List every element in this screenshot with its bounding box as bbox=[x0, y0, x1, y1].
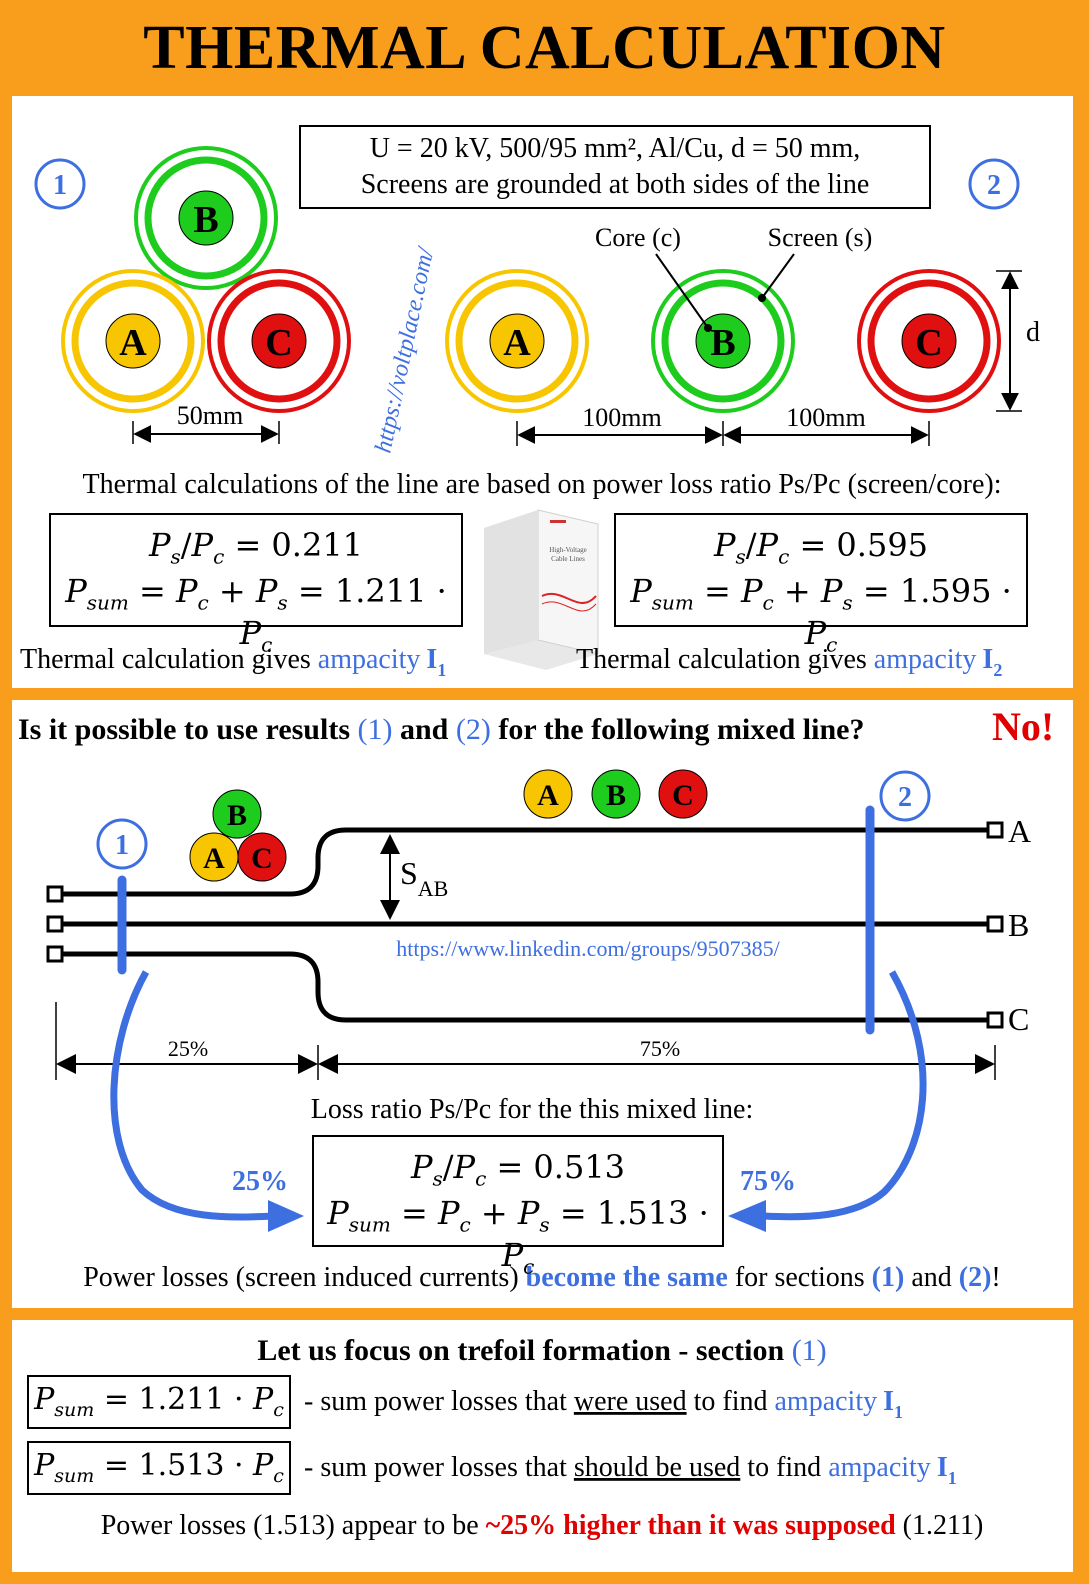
flat-sum-formula: Psum = Pc + Ps = 1.595 · Pc bbox=[630, 572, 1012, 657]
arrow-head-right bbox=[728, 1200, 766, 1232]
formula-box-trefoil bbox=[49, 513, 463, 627]
formula-box-flat bbox=[614, 513, 1028, 627]
cable-path-c bbox=[62, 951, 988, 1023]
mini-trefoil: B A C bbox=[189, 789, 287, 882]
svg-text:1: 1 bbox=[53, 170, 67, 201]
svg-text:A: A bbox=[119, 322, 147, 364]
trefoil-cable-b: B bbox=[134, 146, 278, 290]
badge-section-1: 1 bbox=[96, 818, 148, 870]
svg-text:C: C bbox=[251, 842, 273, 875]
badge-formation-1: 1 bbox=[34, 158, 86, 210]
svg-text:B: B bbox=[606, 779, 626, 812]
arrow-label-25: 25% bbox=[232, 1166, 288, 1197]
svg-text:50mm: 50mm bbox=[177, 401, 243, 430]
conclusion-text: Power losses (screen induced currents) b… bbox=[83, 1262, 1001, 1293]
parameters-line-1: U = 20 kV, 500/95 mm², Al/Cu, d = 50 mm, bbox=[370, 133, 861, 164]
final-statement: Power losses (1.513) appear to be ~25% h… bbox=[101, 1510, 984, 1541]
question-text: Is it possible to use results (1) and (2… bbox=[18, 713, 864, 746]
flat-cable-b: B bbox=[651, 269, 795, 413]
answer-no: No! bbox=[992, 704, 1054, 749]
arrow-head-left bbox=[268, 1200, 304, 1232]
trefoil-sum-formula: Psum = Pc + Ps = 1.211 · Pc bbox=[65, 572, 447, 657]
svg-text:C: C bbox=[915, 322, 942, 364]
used-formula-box bbox=[27, 1375, 291, 1429]
cable-terminals bbox=[46, 821, 1004, 1029]
end-label-c: C bbox=[1008, 1001, 1029, 1037]
trefoil-cable-a: A bbox=[61, 269, 205, 413]
should-formula: Psum = 1.513 · Pc bbox=[34, 1448, 284, 1487]
cable-paths bbox=[62, 827, 988, 1023]
svg-text:A: A bbox=[537, 779, 559, 812]
formation-diagram: U = 20 kV, 500/95 mm², Al/Cu, d = 50 mm,… bbox=[20, 125, 1040, 680]
page-title: THERMAL CALCULATION MISTAKE bbox=[143, 14, 946, 178]
end-label-b: B bbox=[1008, 907, 1029, 943]
svg-text:2: 2 bbox=[987, 170, 1001, 201]
svg-text:SAB: SAB bbox=[400, 855, 448, 901]
svg-text:75%: 75% bbox=[640, 1036, 680, 1061]
parameters-box bbox=[299, 125, 931, 209]
svg-text:2: 2 bbox=[898, 782, 912, 813]
sab-dimension: SAB bbox=[380, 834, 448, 920]
used-formula: Psum = 1.211 · Pc bbox=[34, 1382, 284, 1421]
svg-text:A: A bbox=[503, 322, 531, 364]
should-formula-box bbox=[27, 1441, 291, 1495]
mixed-line-diagram: Is it possible to use results (1) and (2… bbox=[18, 704, 1054, 1293]
svg-text:100mm: 100mm bbox=[786, 403, 865, 432]
svg-text:C: C bbox=[672, 779, 694, 812]
should-losses-text: - sum power losses that should be used t… bbox=[304, 1452, 957, 1488]
screen-leader bbox=[758, 253, 795, 302]
linkedin-link[interactable]: https://www.linkedin.com/groups/9507385/ bbox=[396, 936, 780, 961]
svg-text:d: d bbox=[1026, 317, 1040, 348]
core-label: Core (c) bbox=[595, 223, 681, 252]
calc-basis-text: Thermal calculations of the line are bas… bbox=[82, 469, 1001, 500]
cable-path-a bbox=[62, 827, 988, 897]
svg-text:Cable Lines: Cable Lines bbox=[551, 555, 585, 563]
arrow-from-section-2 bbox=[763, 970, 927, 1221]
trefoil-focus-text: Let us focus on trefoil formation - sect… bbox=[27, 1334, 984, 1541]
arrow-from-section-1 bbox=[110, 970, 275, 1221]
length-dimension: 25% 75% bbox=[55, 1002, 996, 1080]
svg-text:25%: 25% bbox=[168, 1036, 208, 1061]
used-losses-text: - sum power losses that were used to fin… bbox=[304, 1386, 903, 1422]
mixed-ratio-formula: Ps/Pc = 0.513 bbox=[410, 1148, 626, 1191]
trefoil-focus-panel: Let us focus on trefoil formation - sect… bbox=[12, 1320, 1073, 1572]
badge-formation-2: 2 bbox=[968, 158, 1020, 210]
svg-text:B: B bbox=[227, 799, 247, 832]
mixed-line-panel: Is it possible to use results (1) and (2… bbox=[12, 700, 1073, 1308]
trefoil-ratio-formula: Ps/Pc = 0.211 bbox=[148, 526, 364, 569]
svg-text:B: B bbox=[710, 322, 735, 364]
end-label-a: A bbox=[1008, 813, 1031, 849]
core-leader bbox=[655, 253, 712, 332]
loss-ratio-label: Loss ratio Ps/Pc for the this mixed line… bbox=[311, 1094, 754, 1125]
parameters-line-2: Screens are grounded at both sides of th… bbox=[361, 169, 870, 200]
svg-text:1: 1 bbox=[115, 830, 129, 861]
svg-text:100mm: 100mm bbox=[582, 403, 661, 432]
flat-ratio-formula: Ps/Pc = 0.595 bbox=[713, 526, 929, 569]
flat-spacing-dimension: 100mm 100mm bbox=[516, 403, 930, 446]
svg-text:High-Voltage: High-Voltage bbox=[549, 546, 587, 554]
svg-text:C: C bbox=[265, 322, 292, 364]
mini-flat: A B C bbox=[523, 769, 708, 819]
book-image: High-Voltage Cable Lines bbox=[484, 509, 599, 670]
screen-label: Screen (s) bbox=[768, 223, 873, 252]
flat-cable-a: A bbox=[445, 269, 589, 413]
watermark-voltplace: https://voltplace.com/ bbox=[370, 244, 439, 456]
svg-text:A: A bbox=[203, 842, 225, 875]
diameter-dimension: d bbox=[996, 270, 1040, 412]
flat-cable-c: C bbox=[857, 269, 1001, 413]
comparison-panel: U = 20 kV, 500/95 mm², Al/Cu, d = 50 mm,… bbox=[12, 96, 1073, 688]
trefoil-spacing-dimension: 50mm bbox=[132, 401, 280, 444]
mixed-sum-formula: Psum = Pc + Ps = 1.513 · Pc bbox=[327, 1194, 709, 1279]
focus-heading: Let us focus on trefoil formation - sect… bbox=[257, 1334, 826, 1367]
svg-text:B: B bbox=[193, 199, 218, 241]
arrow-label-75: 75% bbox=[740, 1166, 796, 1197]
badge-section-2: 2 bbox=[879, 770, 931, 822]
mixed-formula-box bbox=[312, 1135, 724, 1247]
trefoil-cable-c: C bbox=[207, 269, 351, 413]
